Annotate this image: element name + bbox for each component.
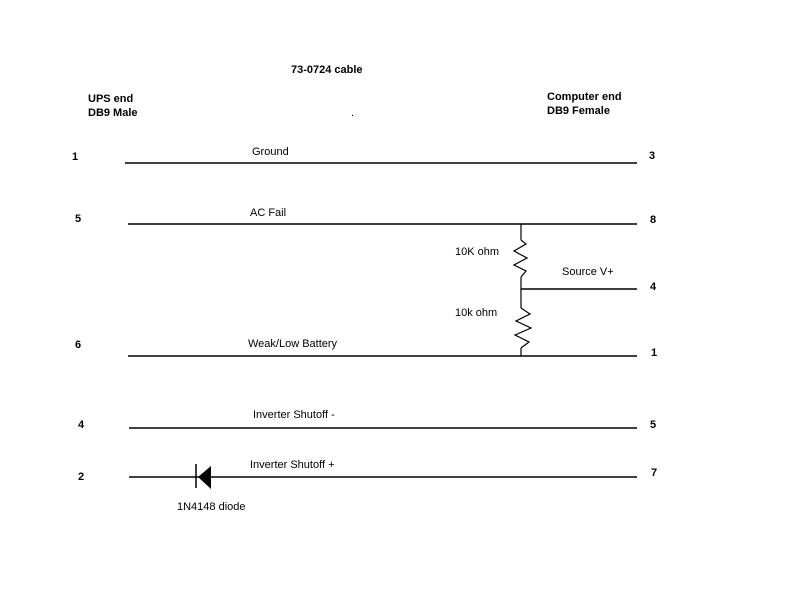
- ups-pin-weak-low-battery: 6: [75, 339, 82, 351]
- resistor-bottom-label: 10k ohm: [455, 307, 498, 319]
- ups-pin-ground: 1: [72, 151, 79, 163]
- ups-end-line2: DB9 Male: [88, 107, 138, 119]
- computer-end-line1: Computer end: [547, 91, 622, 103]
- wire-label-source-v: Source V+: [562, 266, 614, 278]
- computer-pin-inverter-shutoff-minus: 5: [650, 419, 657, 431]
- computer-pin-weak-low-battery: 1: [651, 347, 658, 359]
- ups-pin-inverter-shutoff-minus: 4: [78, 419, 85, 431]
- resistor-top-zigzag: [512, 239, 529, 278]
- ups-end-line1: UPS end: [88, 93, 134, 105]
- computer-end-header: Computer end DB9 Female: [547, 90, 622, 118]
- diagram-title: 73-0724 cable: [291, 64, 363, 76]
- diode-label: 1N4148 diode: [177, 501, 246, 513]
- stray-period-mark: .: [351, 107, 355, 119]
- diode-triangle: [198, 466, 211, 489]
- resistor-top-label: 10K ohm: [455, 246, 500, 258]
- computer-pin-ground: 3: [649, 150, 656, 162]
- computer-pin-source-v: 4: [650, 281, 657, 293]
- wire-label-inverter-shutoff-minus: Inverter Shutoff -: [253, 409, 335, 421]
- ups-end-header: UPS end DB9 Male: [88, 92, 138, 120]
- computer-pin-ac-fail: 8: [650, 214, 657, 226]
- wire-label-inverter-shutoff-plus: Inverter Shutoff +: [250, 459, 335, 471]
- wire-label-ac-fail: AC Fail: [250, 207, 287, 219]
- computer-pin-inverter-shutoff-plus: 7: [651, 467, 658, 479]
- ups-pin-inverter-shutoff-plus: 2: [78, 471, 85, 483]
- wire-label-ground: Ground: [252, 146, 289, 158]
- wire-label-weak-low-battery: Weak/Low Battery: [248, 338, 338, 350]
- computer-end-line2: DB9 Female: [547, 105, 610, 117]
- ups-pin-ac-fail: 5: [75, 213, 82, 225]
- resistor-bottom-zigzag: [513, 307, 533, 349]
